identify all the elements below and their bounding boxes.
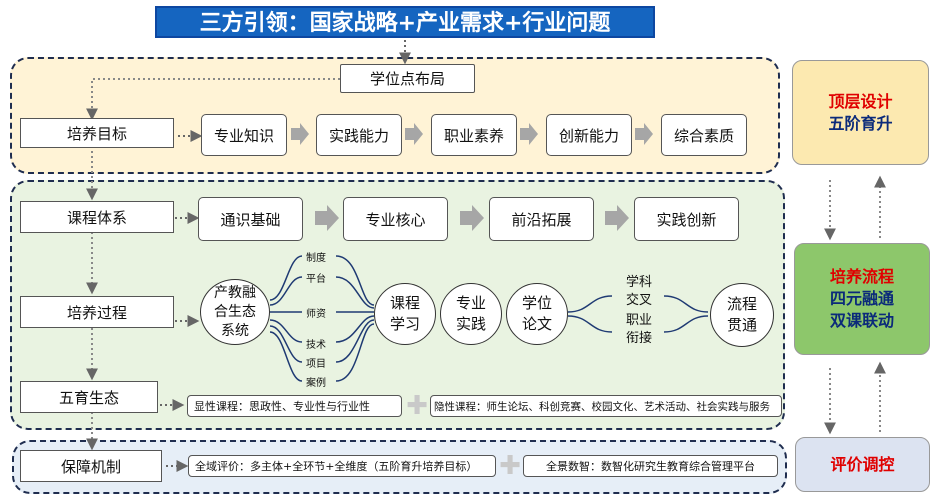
evaluation-control-box: 评价调控	[795, 437, 930, 492]
goal-step-3: 职业素养	[431, 114, 517, 156]
evaluation-control-title: 评价调控	[830, 454, 895, 474]
eco-item-case: 案例	[306, 378, 326, 389]
links-lines	[567, 295, 709, 333]
curriculum-step-arrows	[315, 205, 629, 231]
eco-system-circle: 产教融合生态系统	[200, 279, 270, 345]
goal-step-1: 专业知识	[201, 114, 287, 156]
course-study-label: 课程学习	[389, 294, 420, 333]
goal-step-4: 创新能力	[546, 114, 632, 156]
curriculum-step-4: 实践创新	[634, 197, 739, 241]
row-label-ecology: 五育生态	[20, 381, 158, 413]
row-label-process: 培养过程	[20, 296, 174, 328]
curriculum-step-1: 通识基础	[198, 197, 303, 241]
row-label-goal: 培养目标	[20, 118, 174, 148]
degree-thesis-label: 学位论文	[521, 294, 552, 333]
layout-to-spine-line	[86, 78, 340, 121]
goal-step-arrows	[291, 123, 653, 145]
professional-practice-circle: 专业实践	[440, 283, 502, 345]
link-interdisciplinary-label: 学科交叉	[625, 275, 652, 308]
training-flow-title: 培养流程	[829, 267, 894, 286]
professional-practice-label: 专业实践	[455, 294, 486, 333]
eco-item-platform: 平台	[306, 274, 326, 285]
course-study-circle: 课程学习	[374, 283, 436, 345]
explicit-course-box: 显性课程：思政性、专业性与行业性	[187, 395, 402, 417]
link-career-label: 职业衔接	[625, 313, 652, 346]
eco-system-label: 产教融合生态系统	[214, 284, 256, 339]
row-label-curriculum: 课程体系	[20, 201, 174, 233]
eco-brace-lines	[269, 255, 303, 382]
eco-item-faculty: 师资	[306, 309, 326, 320]
curriculum-step-2: 专业核心	[343, 197, 448, 241]
five-stage-label: 五阶育升	[828, 113, 893, 133]
four-element-label: 四元融通	[829, 289, 894, 308]
diagram-title: 三方引领：国家战略+产业需求+行业问题	[155, 6, 655, 38]
top-level-design-box: 顶层设计 五阶育升	[792, 60, 929, 165]
goal-step-2: 实践能力	[316, 114, 402, 156]
training-flow-box: 培养流程 四元融通 双课联动	[794, 243, 930, 355]
process-integration-label: 流程贯通	[726, 295, 757, 334]
goal-step-5: 综合素质	[661, 114, 747, 156]
dual-course-label: 双课联动	[829, 311, 894, 330]
degree-thesis-circle: 学位论文	[506, 283, 568, 345]
curriculum-step-3: 前沿拓展	[489, 197, 594, 241]
items-to-circles-lines	[335, 255, 375, 382]
link-career: 职业衔接	[614, 312, 664, 348]
link-interdisciplinary: 学科交叉	[614, 274, 664, 310]
eco-item-system: 制度	[306, 253, 326, 264]
eco-item-project: 项目	[306, 359, 326, 370]
process-integration-circle: 流程贯通	[710, 283, 774, 347]
top-level-design-title: 顶层设计	[828, 91, 893, 111]
digital-platform-box: 全景数智：数智化研究生教育综合管理平台	[523, 455, 778, 477]
implicit-course-box: 隐性课程：师生论坛、科创竞赛、校园文化、艺术活动、社会实践与服务	[430, 395, 782, 417]
guarantee-plus-icon: ✚	[499, 451, 521, 481]
ecology-plus-icon: ✚	[406, 391, 428, 421]
degree-layout-box: 学位点布局	[340, 64, 475, 93]
row-label-guarantee: 保障机制	[20, 450, 162, 482]
full-evaluation-box: 全域评价：多主体+全环节+全维度（五阶育升培养目标）	[188, 455, 496, 477]
eco-item-technology: 技术	[306, 340, 326, 351]
